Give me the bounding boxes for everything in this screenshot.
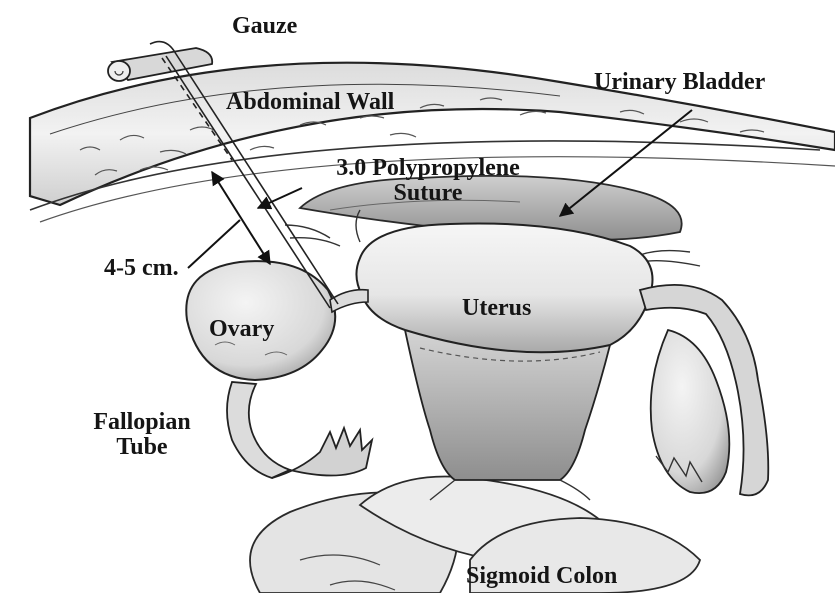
uterus-label: Uterus <box>462 296 531 321</box>
right-adnexa <box>640 285 768 496</box>
abdominal-wall-label: Abdominal Wall <box>226 90 394 115</box>
suture-label-line1: 3.0 Polypropylene <box>292 156 564 181</box>
fallopian-tube-label: Fallopian Tube <box>74 410 210 460</box>
uterus <box>356 223 652 500</box>
suture-label-line2: Suture <box>292 181 564 206</box>
gauze-label: Gauze <box>232 14 297 39</box>
ovary-label: Ovary <box>209 317 274 342</box>
suture-label: 3.0 Polypropylene Suture <box>292 156 564 206</box>
fallopian-label-line1: Fallopian <box>74 410 210 435</box>
distance-label: 4-5 cm. <box>104 256 179 281</box>
urinary-bladder-label: Urinary Bladder <box>594 70 765 95</box>
fallopian-label-line2: Tube <box>74 435 210 460</box>
sigmoid-colon-label: Sigmoid Colon <box>466 564 617 589</box>
left-fallopian-tube <box>227 382 372 478</box>
distance-pointer <box>188 220 240 268</box>
